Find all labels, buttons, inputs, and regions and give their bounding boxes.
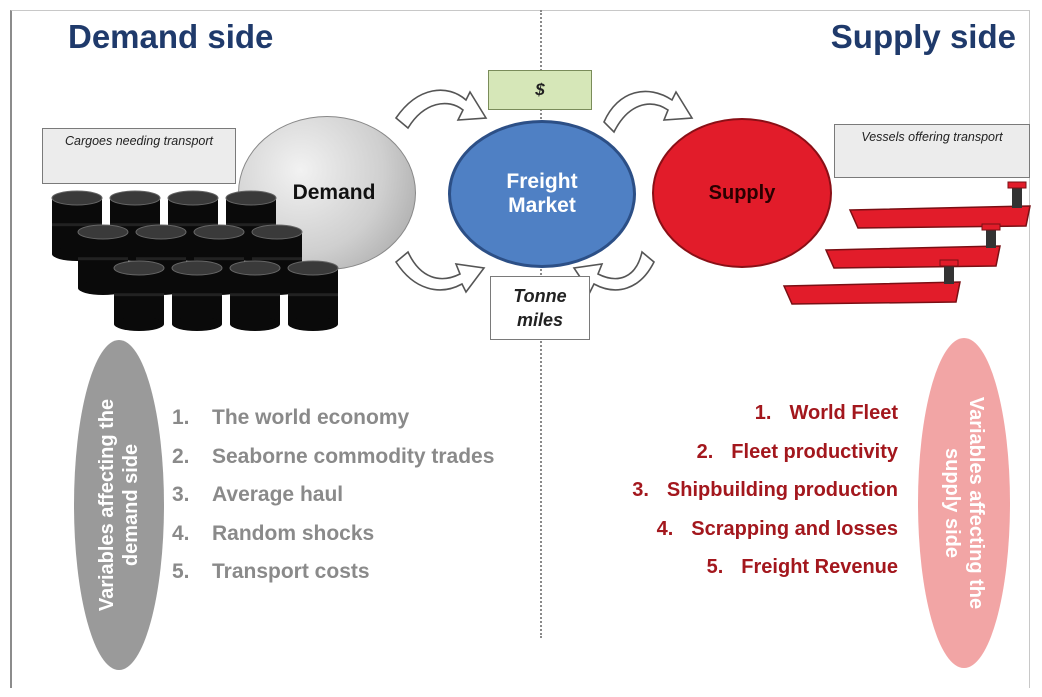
demand-variables-ellipse: Variables affecting the demand side [74, 340, 164, 670]
list-item: 5. Transport costs [172, 560, 494, 599]
curved-arrow-icon [572, 250, 655, 294]
barrel-icon [287, 260, 339, 331]
list-item-number: 3. [632, 479, 649, 501]
vessels-label: Vessels offering transport [861, 130, 1003, 144]
cargoes-label-box: Cargoes needing transport [42, 128, 236, 184]
list-item-text: Random shocks [212, 521, 375, 545]
curved-arrow-icon [603, 90, 694, 134]
freight-market-node: Freight Market [448, 120, 636, 268]
list-item: 3. Shipbuilding production [632, 479, 898, 518]
supply-variables-title: Variables affecting the supply side [940, 397, 988, 609]
list-item-text: The world economy [212, 406, 410, 429]
barrel-icon [171, 260, 223, 331]
list-item-text: Fleet productivity [731, 440, 898, 463]
list-item: 4. Random shocks [172, 522, 494, 561]
list-item-text: Shipbuilding production [666, 479, 898, 501]
barrel-group [51, 190, 339, 331]
cargoes-label: Cargoes needing transport [64, 134, 213, 148]
supply-node: Supply [652, 118, 832, 268]
list-item: 4. Scrapping and losses [632, 518, 898, 557]
supply-side-heading: Supply side [830, 18, 1016, 55]
list-item-number: 1. [754, 402, 772, 424]
list-item-number: 2. [696, 440, 714, 463]
list-item: 1. The world economy [172, 406, 494, 445]
price-label: $ [535, 80, 545, 99]
ship-icon [848, 181, 1031, 229]
tonne-miles-label-line1: Tonne [513, 286, 567, 306]
list-item-number: 5. [706, 556, 724, 578]
list-item-text: Average haul [212, 483, 344, 506]
vessels-label-box: Vessels offering transport [834, 124, 1030, 178]
tonne-miles-label-line2: miles [516, 310, 563, 330]
diagram-frame [10, 10, 1030, 688]
demand-variables-title-line2: demand side [120, 443, 143, 567]
list-item: 2. Seaborne commodity trades [172, 445, 494, 484]
list-item-text: World Fleet [789, 402, 898, 424]
curved-arrow-icon [394, 250, 486, 294]
list-item-number: 2. [172, 444, 190, 468]
barrel-icon [113, 260, 165, 331]
demand-variables-title-line1: Variables affecting the [96, 398, 119, 612]
barrel-icon [229, 260, 281, 331]
list-item-text: Scrapping and losses [691, 517, 898, 540]
curved-arrow-icon [394, 89, 488, 130]
supply-variables-list: 1. World Fleet 2. Fleet productivity 3. Shi… [632, 402, 898, 595]
supply-variables-title-line2: supply side [941, 447, 964, 559]
list-item-number: 4. [172, 521, 190, 545]
price-box: $ [488, 70, 592, 110]
demand-variables-list: 1. The world economy 2. Seaborne commodity… [172, 406, 494, 599]
supply-variables-title-line1: Variables affecting the [965, 396, 988, 610]
list-item: 2. Fleet productivity [632, 441, 898, 480]
ship-icon [782, 259, 961, 305]
freight-market-label-line2: Market [508, 194, 576, 217]
list-item: 1. World Fleet [632, 402, 898, 441]
list-item-number: 3. [172, 483, 190, 506]
list-item-number: 5. [172, 560, 190, 583]
list-item-text: Seaborne commodity trades [212, 444, 495, 468]
list-item-text: Transport costs [212, 560, 370, 583]
demand-variables-title: Variables affecting the demand side [95, 399, 143, 611]
tonne-miles-box: Tonne miles [490, 276, 590, 340]
demand-side-heading: Demand side [68, 18, 274, 55]
supply-node-label: Supply [708, 181, 776, 204]
supply-variables-ellipse: Variables affecting the supply side [918, 338, 1010, 668]
ship-icon [824, 223, 1001, 269]
freight-market-label-line1: Freight [506, 170, 578, 193]
demand-node-label: Demand [292, 181, 376, 204]
list-item: 5. Freight Revenue [632, 556, 898, 595]
list-item-number: 4. [656, 517, 674, 540]
list-item-text: Freight Revenue [741, 556, 898, 578]
list-item-number: 1. [172, 406, 190, 429]
list-item: 3. Average haul [172, 483, 494, 522]
